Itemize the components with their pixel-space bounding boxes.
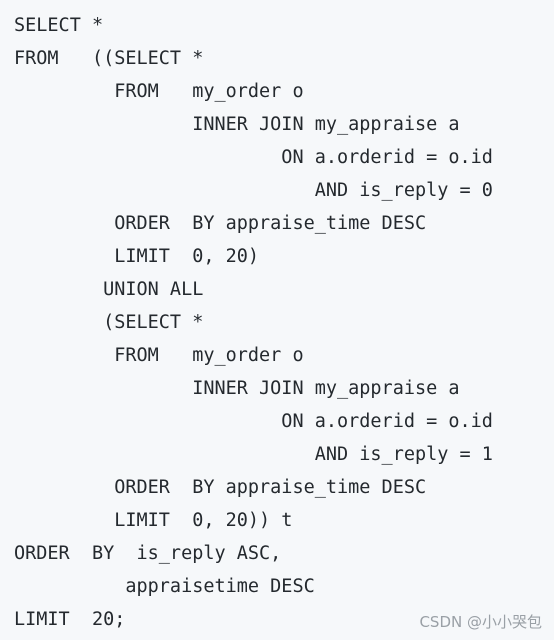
- code-line: SELECT *: [14, 15, 104, 36]
- code-line: (SELECT *: [14, 312, 204, 333]
- code-line: FROM my_order o: [14, 81, 304, 102]
- code-line: LIMIT 0, 20): [14, 246, 260, 267]
- code-line: ORDER BY is_reply ASC,: [14, 543, 282, 564]
- code-line: ORDER BY appraise_time DESC: [14, 477, 427, 498]
- code-line: AND is_reply = 0: [14, 180, 493, 201]
- code-line: appraisetime DESC: [14, 576, 315, 597]
- csdn-watermark: CSDN @小小哭包: [419, 613, 542, 631]
- code-line: LIMIT 20;: [14, 609, 126, 630]
- code-line: FROM my_order o: [14, 345, 304, 366]
- code-line: ON a.orderid = o.id: [14, 411, 493, 432]
- code-line: INNER JOIN my_appraise a: [14, 114, 460, 135]
- code-line: LIMIT 0, 20)) t: [14, 510, 293, 531]
- code-line: INNER JOIN my_appraise a: [14, 378, 460, 399]
- code-line: FROM ((SELECT *: [14, 48, 204, 69]
- code-line: UNION ALL: [14, 279, 204, 300]
- code-line: ORDER BY appraise_time DESC: [14, 213, 427, 234]
- code-line: AND is_reply = 1: [14, 444, 493, 465]
- code-line: ON a.orderid = o.id: [14, 147, 493, 168]
